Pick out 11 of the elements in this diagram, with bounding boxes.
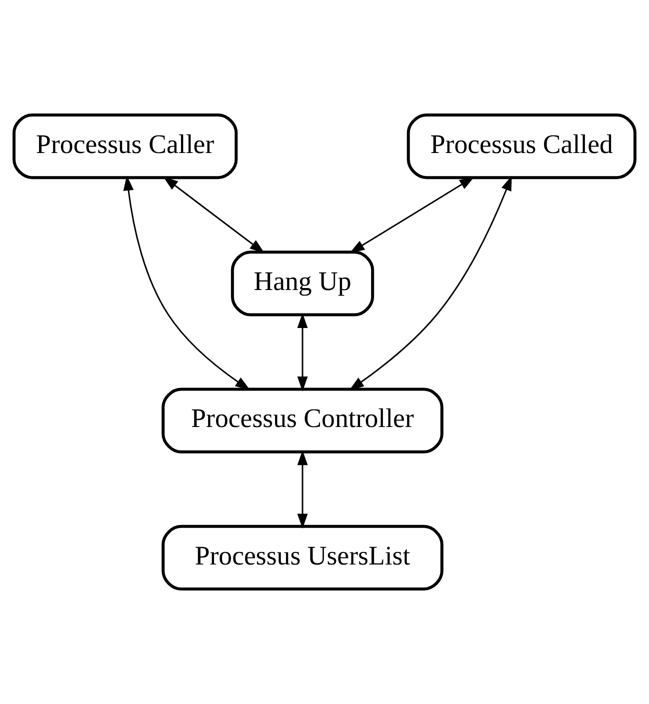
node-box: Processus UsersList	[162, 524, 444, 591]
node-box: Hang Up	[230, 250, 374, 316]
arrow	[349, 176, 512, 390]
arrow	[297, 313, 308, 392]
arrow	[350, 176, 474, 254]
node-box: Processus Caller	[12, 113, 238, 180]
node-box: Processus Controller	[162, 388, 444, 454]
node-box: Processus Called	[406, 113, 636, 180]
arrow	[163, 176, 265, 254]
arrow	[297, 450, 308, 529]
arrow	[123, 176, 250, 390]
